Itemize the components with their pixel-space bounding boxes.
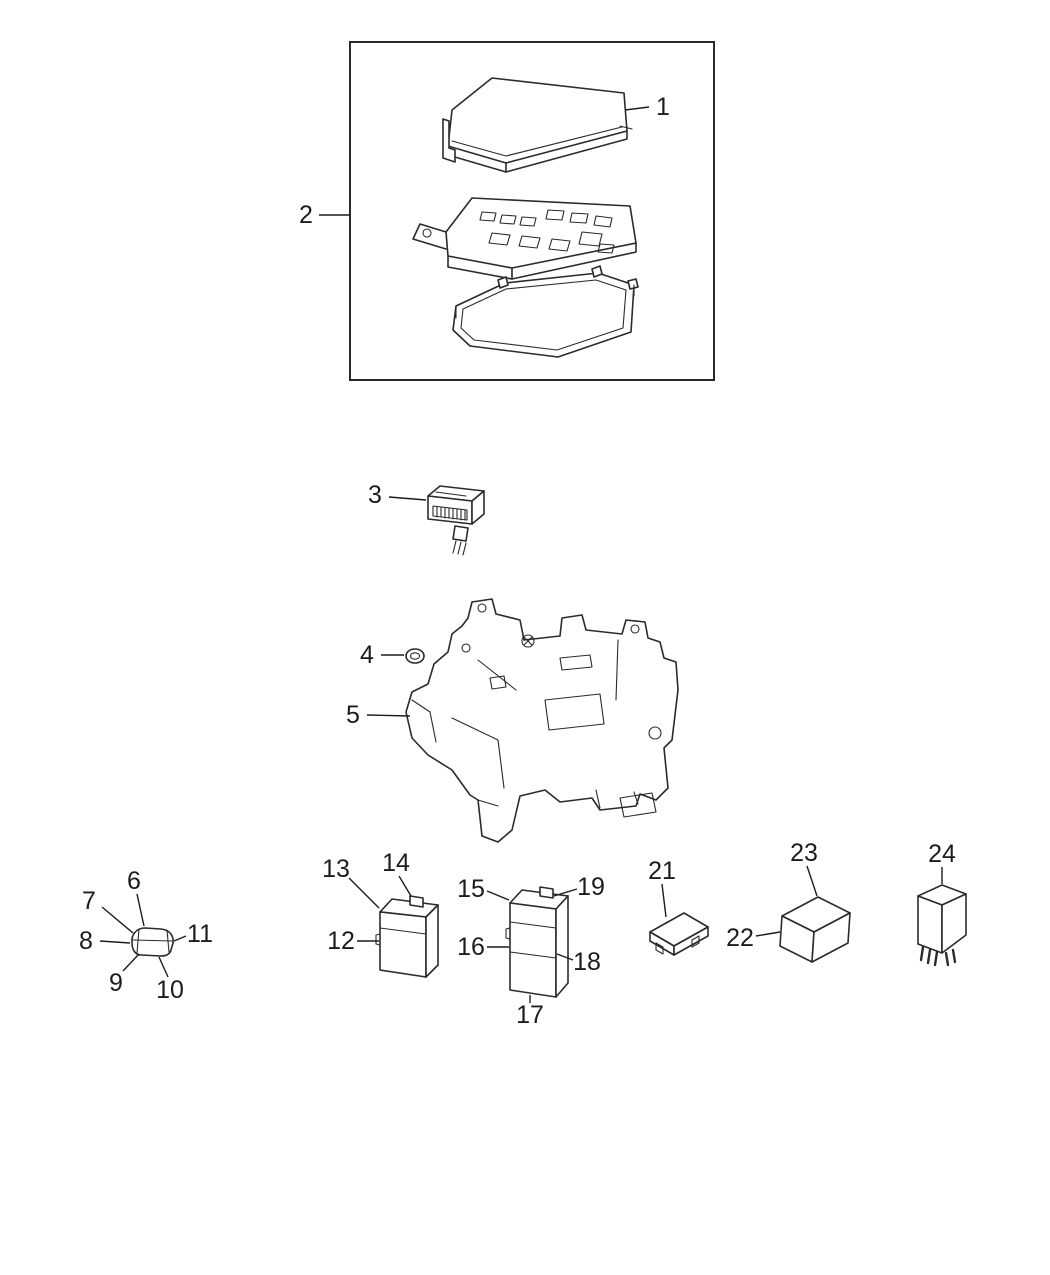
callout-3: 3 bbox=[368, 481, 382, 509]
relay-cube-drawing bbox=[779, 896, 851, 963]
leader-line-18 bbox=[556, 953, 574, 961]
leader-line-8 bbox=[99, 940, 131, 944]
callout-4: 4 bbox=[360, 641, 374, 669]
leader-line-3 bbox=[388, 496, 427, 501]
leader-line-21 bbox=[661, 883, 667, 918]
callout-7: 7 bbox=[82, 887, 96, 915]
leader-line-19 bbox=[553, 888, 578, 897]
callout-11: 11 bbox=[187, 920, 213, 948]
micro-relay-drawing bbox=[917, 884, 967, 967]
callout-16: 16 bbox=[457, 933, 485, 961]
leader-line-10 bbox=[158, 956, 169, 978]
callout-23: 23 bbox=[790, 839, 818, 867]
relay-module-drawing bbox=[427, 485, 485, 556]
callout-14: 14 bbox=[382, 849, 410, 877]
leader-line-15 bbox=[486, 890, 510, 901]
grommet-nut-drawing bbox=[405, 648, 425, 664]
module-box-b-drawing bbox=[505, 886, 569, 998]
callout-18: 18 bbox=[573, 948, 601, 976]
callout-2: 2 bbox=[299, 201, 313, 229]
callout-24: 24 bbox=[928, 840, 956, 868]
callout-22: 22 bbox=[726, 924, 754, 952]
callout-8: 8 bbox=[79, 927, 93, 955]
fuse-block-drawing bbox=[412, 197, 637, 280]
leader-line-7 bbox=[101, 906, 134, 934]
wedge-cap-drawing bbox=[649, 912, 709, 956]
lower-housing-drawing bbox=[452, 265, 639, 358]
leader-line-1 bbox=[624, 106, 650, 111]
module-box-a-drawing bbox=[375, 895, 439, 978]
callout-13: 13 bbox=[322, 855, 350, 883]
leader-line-11 bbox=[173, 935, 187, 942]
callout-5: 5 bbox=[346, 701, 360, 729]
mounting-bracket-drawing bbox=[405, 598, 679, 843]
assembly-frame-box bbox=[349, 41, 715, 381]
callout-19: 19 bbox=[577, 873, 605, 901]
leader-line-14 bbox=[398, 875, 412, 897]
leader-line-5 bbox=[366, 714, 411, 717]
callout-1: 1 bbox=[656, 93, 670, 121]
callout-15: 15 bbox=[457, 875, 485, 903]
callout-17: 17 bbox=[516, 1001, 544, 1029]
leader-line-13 bbox=[348, 877, 380, 909]
callout-10: 10 bbox=[156, 976, 184, 1004]
leader-line-6 bbox=[136, 893, 145, 927]
callout-12: 12 bbox=[327, 927, 355, 955]
callout-6: 6 bbox=[127, 867, 141, 895]
callout-9: 9 bbox=[109, 969, 123, 997]
leader-line-9 bbox=[122, 953, 140, 972]
callout-21: 21 bbox=[648, 857, 676, 885]
pdc-cover-drawing bbox=[442, 77, 633, 173]
leader-line-22 bbox=[755, 931, 781, 937]
fuse-puller-drawing bbox=[131, 927, 174, 957]
leader-line-23 bbox=[806, 865, 818, 897]
